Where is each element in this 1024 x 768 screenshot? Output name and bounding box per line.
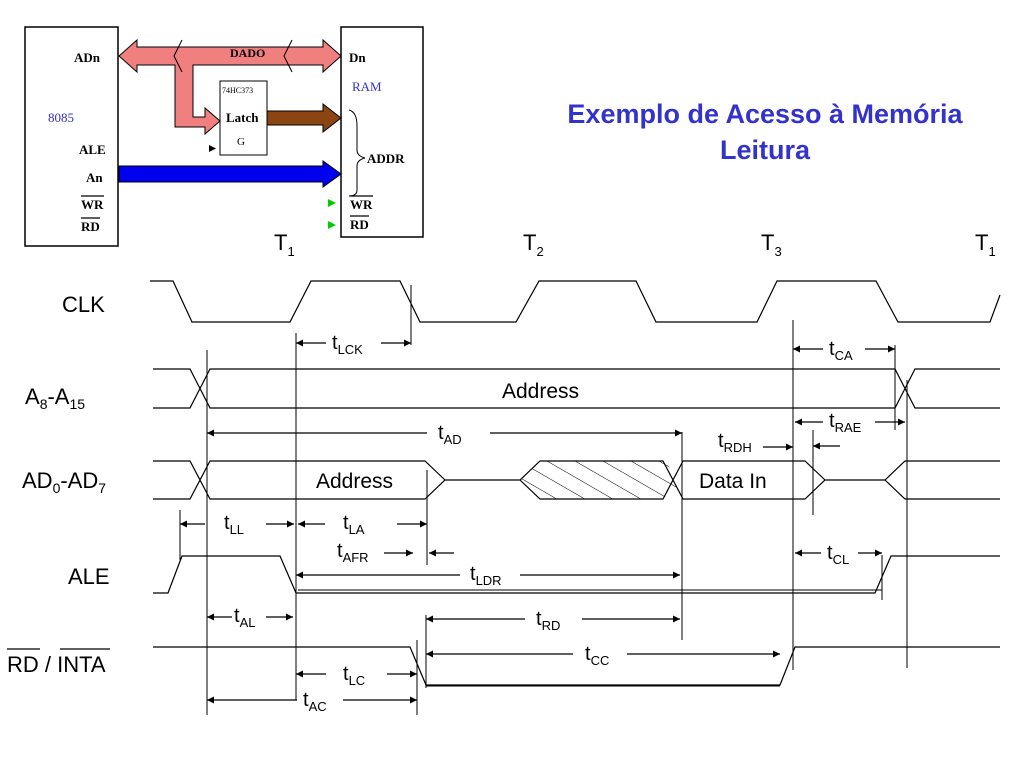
bus-data-in: Data In (699, 470, 767, 493)
ale-waveform (153, 555, 1000, 594)
t-state-4: T1 (975, 230, 996, 259)
bus-address-hi: Address (502, 380, 579, 403)
cpu-pin-adn: ADn (74, 50, 101, 65)
t-state-2: T2 (523, 230, 544, 259)
param-tlck: tLCK (332, 332, 363, 357)
title-line-2: Leitura (719, 135, 811, 165)
cpu-name: 8085 (48, 110, 74, 125)
param-tcl: tCL (827, 542, 849, 567)
bus-chevron-right (283, 39, 293, 73)
param-tla: tLA (343, 512, 365, 537)
param-trd: tRD (536, 608, 560, 633)
latch-part: 74HC373 (222, 86, 253, 95)
invalid-data-region (520, 461, 683, 499)
page-title: Exemplo de Acesso à Memória Leitura (470, 96, 1024, 168)
param-tafr: tAFR (337, 540, 369, 565)
ram-wr-marker (328, 199, 336, 207)
ram-pin-wr: WR (350, 197, 373, 212)
signal-ad0-ad7-label: AD0-AD7 (22, 468, 106, 496)
bracket-lines (298, 589, 882, 687)
waveforms (150, 280, 1001, 686)
param-tca: tCA (829, 338, 853, 363)
param-tldr: tLDR (470, 563, 502, 588)
param-tcc: tCC (585, 643, 609, 668)
data-bus-arrow (118, 38, 342, 136)
addr-brace (348, 109, 366, 197)
addr-hi-waveform (153, 368, 1000, 409)
param-trae: tRAE (829, 410, 862, 435)
param-tac: tAC (303, 689, 327, 714)
rd-waveform (153, 646, 1000, 686)
address-bus-arrow (118, 160, 342, 188)
bus-label-dado: DADO (230, 46, 265, 60)
ram-block (340, 26, 424, 238)
signal-ale-label: ALE (68, 564, 110, 589)
cpu-pin-rd: RD (81, 219, 100, 234)
param-tlc: tLC (343, 663, 365, 688)
ram-pin-rd: RD (350, 217, 369, 232)
signal-clk-label: CLK (62, 292, 105, 317)
param-tad: tAD (438, 422, 462, 447)
t-state-3: T3 (761, 230, 782, 259)
param-tal: tAL (234, 605, 255, 630)
ram-pin-addr: ADDR (367, 151, 405, 166)
cpu-pin-an: An (86, 170, 103, 185)
param-trdh: tRDH (718, 430, 752, 455)
cpu-block (24, 26, 119, 247)
latch-label: Latch (226, 110, 259, 125)
cpu-pin-ale: ALE (79, 142, 106, 157)
timing-params: tLCK tCA tAD tRDH tRAE tLL tLA tAFR tLDR… (224, 332, 862, 714)
param-tll: tLL (224, 512, 244, 537)
latch-output-arrow (266, 102, 342, 134)
signal-rd-inta-label: RD / INTA (7, 652, 106, 677)
cpu-pin-wr: WR (81, 197, 104, 212)
bus-chevron-left (173, 39, 183, 73)
latch-gate-marker (209, 145, 216, 152)
timing-diagram: T1 T2 T3 T1 CLK A8-A15 AD0-AD7 ALE RD / … (7, 230, 1001, 715)
signal-a8-a15-label: A8-A15 (25, 384, 85, 412)
title-line-1: Exemplo de Acesso à Memória (567, 99, 963, 129)
bus-address-lo: Address (316, 470, 393, 493)
dimension-arrows (180, 339, 905, 704)
clk-waveform (150, 280, 1001, 323)
ram-name: RAM (352, 79, 382, 94)
latch-gate-label: G (237, 136, 245, 148)
t-state-1: T1 (274, 230, 295, 259)
ram-rd-marker (328, 221, 336, 229)
block-diagram: DADO ADn 8085 ALE An WR RD Dn RAM ADDR W… (24, 26, 424, 247)
t-state-labels: T1 T2 T3 T1 (274, 230, 996, 259)
ram-pin-dn: Dn (349, 50, 366, 65)
reference-lines (179, 285, 908, 715)
